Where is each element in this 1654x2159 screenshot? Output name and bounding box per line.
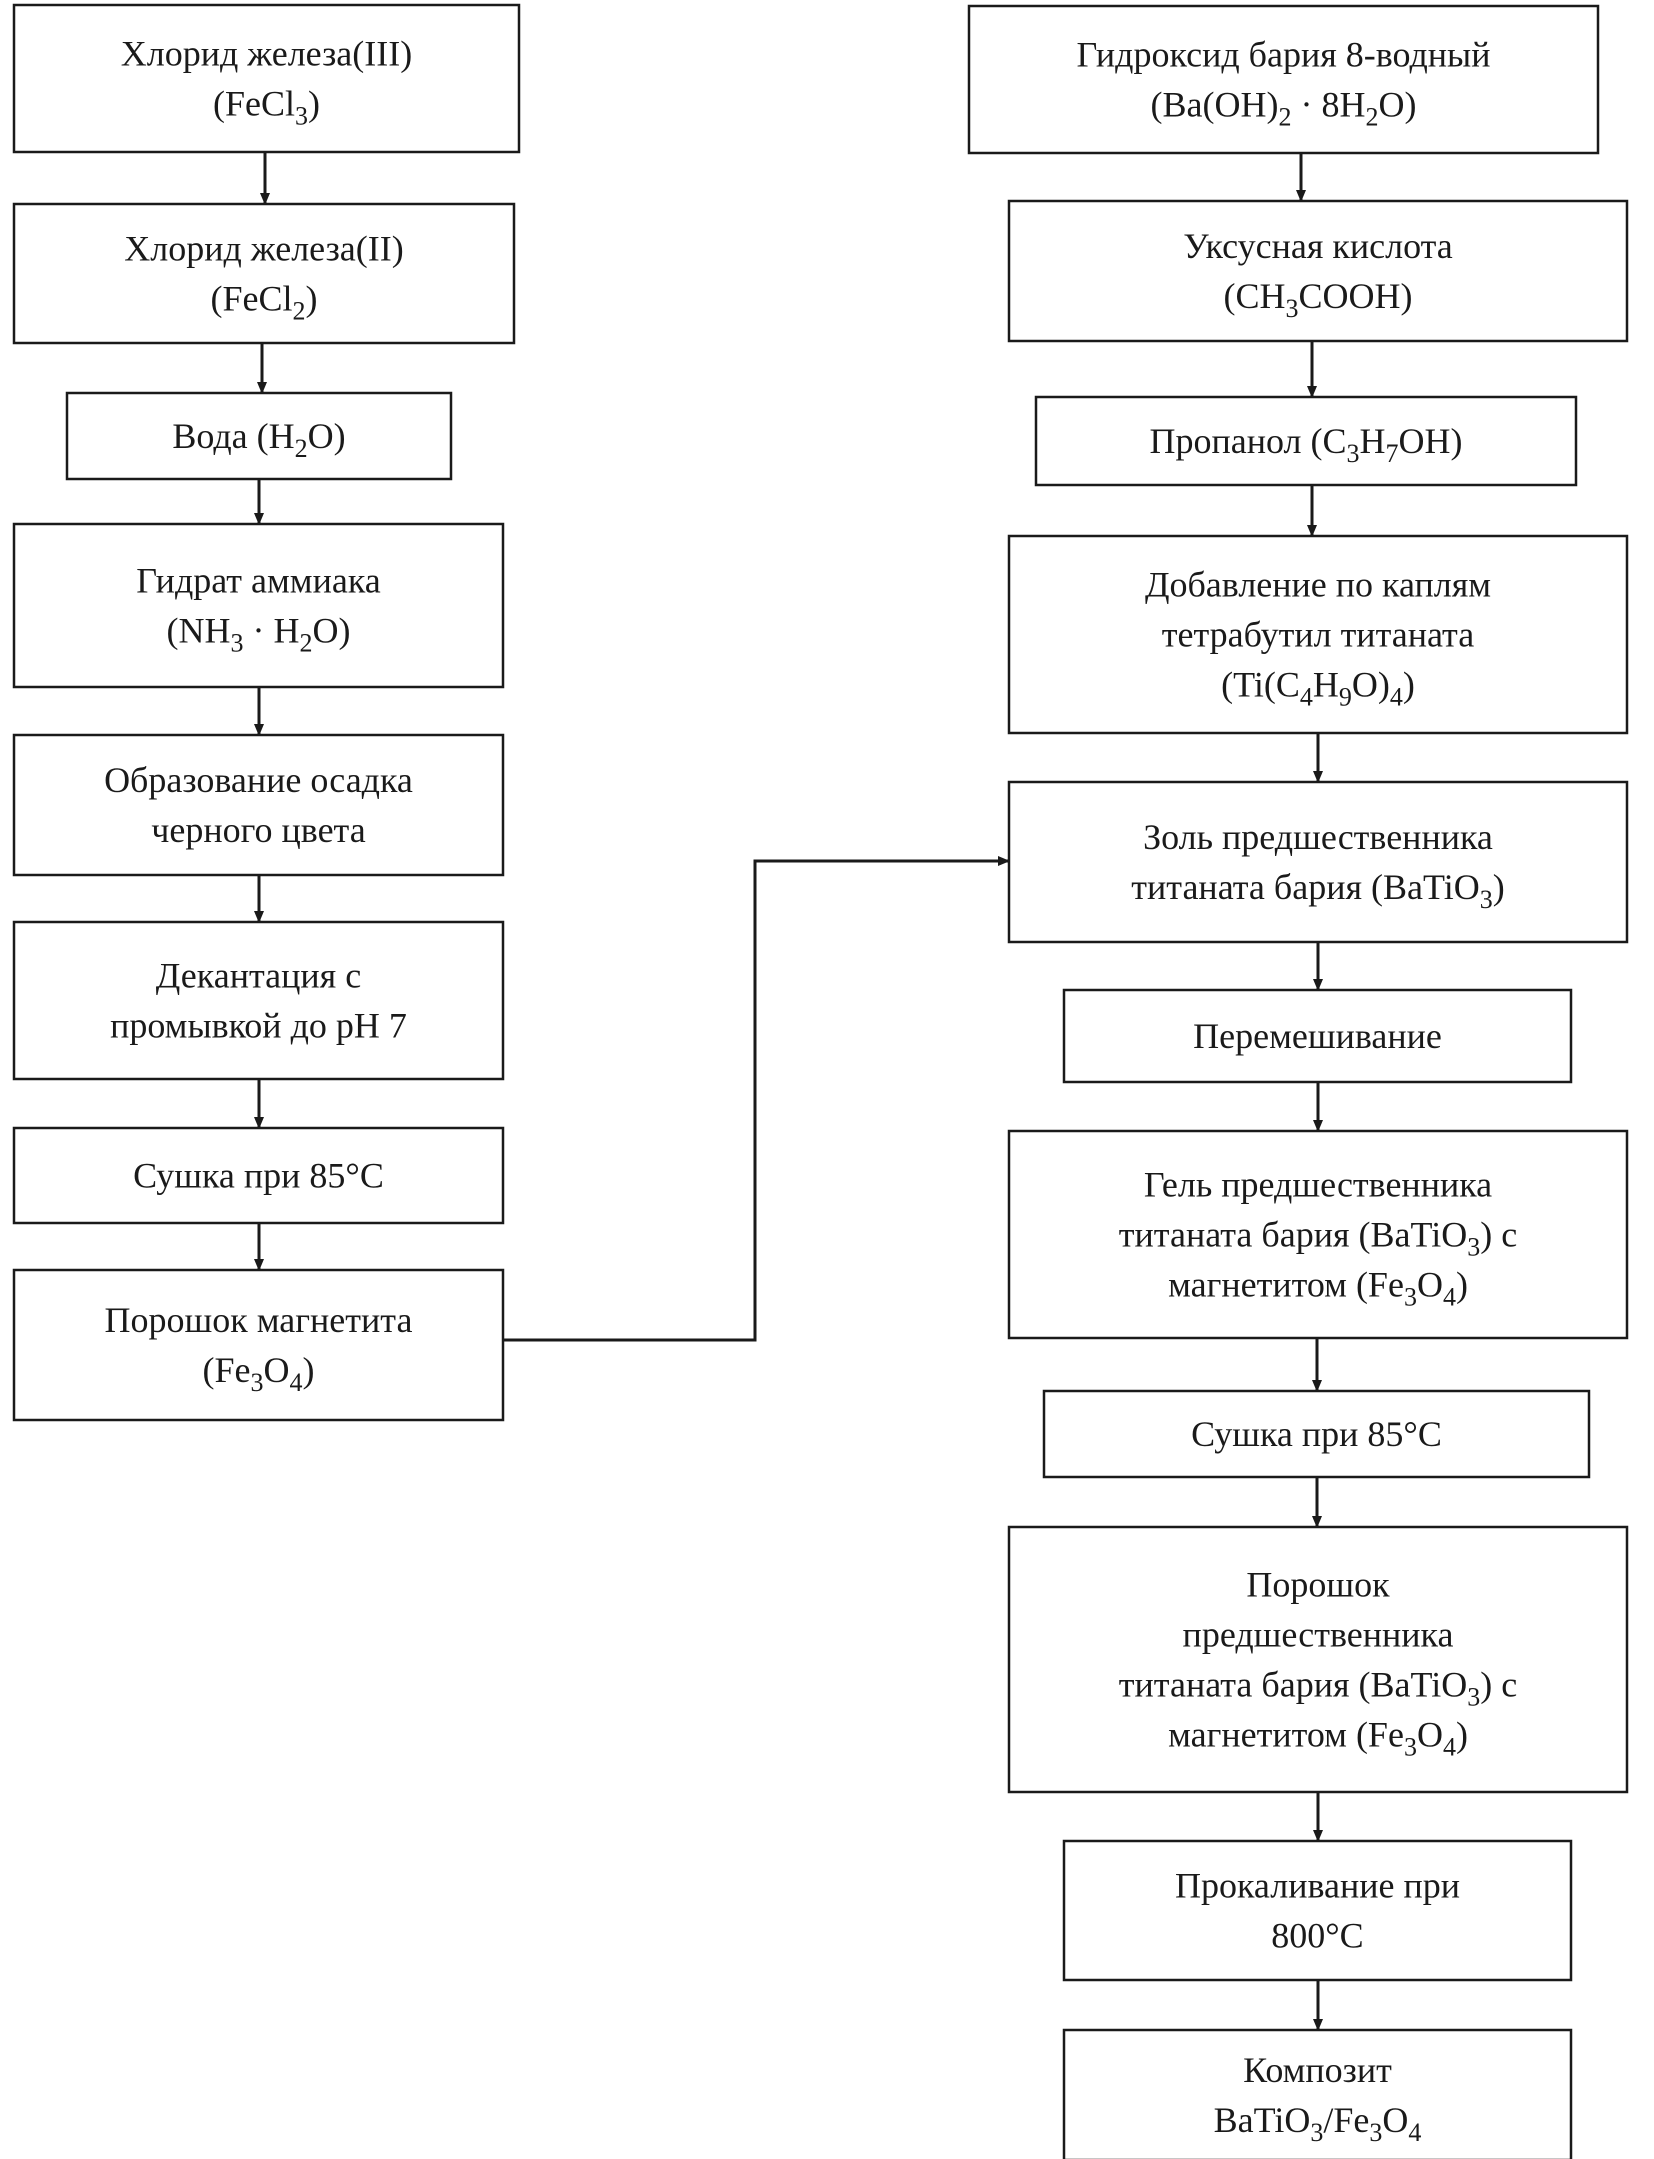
node-box	[12, 202, 516, 345]
node-decantation: Декантация с промывкой до pH 7	[12, 920, 505, 1081]
node-propanol: Пропанол (C3H7OH)	[1034, 395, 1578, 487]
node-box	[1062, 1839, 1573, 1982]
node-box	[65, 391, 453, 481]
node-label-line: магнетитом (Fe3O4)	[1168, 1265, 1468, 1312]
node-layer: Хлорид железа(III)(FeCl3)Хлорид железа(I…	[12, 3, 1629, 2159]
node-label-line: Перемешивание	[1193, 1016, 1442, 1056]
node-fecl2: Хлорид железа(II) (FeCl2)	[12, 202, 516, 345]
node-label-line: Гидроксид бария 8-водный	[1076, 35, 1490, 75]
node-box	[12, 3, 521, 154]
node-label-line: (NH3 · H2O)	[167, 611, 351, 658]
node-water: Вода (H2O)	[65, 391, 453, 481]
node-label-line: (CH3COOH)	[1224, 276, 1413, 323]
node-label-line: Гидрат аммиака	[136, 561, 381, 601]
node-stirring: Перемешивание	[1062, 988, 1573, 1084]
node-label-line: Вода (H2O)	[172, 416, 345, 463]
node-box	[967, 4, 1600, 155]
node-label-line: магнетитом (Fe3O4)	[1168, 1715, 1468, 1762]
node-box	[12, 522, 505, 689]
node-box	[1007, 534, 1629, 735]
node-label-line: черного цвета	[151, 810, 365, 850]
node-label-line: Золь предшественника	[1143, 817, 1493, 857]
node-sol-precursor: Золь предшественника титаната бария (BaTi…	[1007, 780, 1629, 944]
node-label-line: Порошок	[1246, 1565, 1390, 1605]
node-box	[12, 1126, 505, 1225]
node-box	[1007, 780, 1629, 944]
node-label-line: промывкой до pH 7	[110, 1006, 407, 1046]
node-black-precipitate: Образование осадка черного цвета	[12, 733, 505, 877]
node-label-line: BaTiO3/Fe3O4	[1214, 2100, 1422, 2147]
node-label-line: Прокаливание при	[1175, 1866, 1460, 1906]
node-label-line: (Ti(C4H9O)4)	[1221, 665, 1415, 712]
node-label-line: титаната бария (BaTiO3) с	[1119, 1215, 1517, 1262]
node-box	[1007, 199, 1629, 343]
node-label-line: Сушка при 85°C	[1191, 1414, 1442, 1454]
node-label-line: Порошок магнетита	[105, 1300, 413, 1340]
node-gel-precursor: Гель предшественника титаната бария (BaTi…	[1007, 1129, 1629, 1340]
node-label-line: (FeCl2)	[210, 279, 317, 326]
node-tetrabutyl-titanate: Добавление по каплям тетрабутил титаната (…	[1007, 534, 1629, 735]
node-label-line: Хлорид железа(III)	[121, 34, 412, 74]
node-label-line: Добавление по каплям	[1145, 565, 1491, 605]
node-drying-left: Сушка при 85°C	[12, 1126, 505, 1225]
node-label-line: титаната бария (BaTiO3) с	[1119, 1665, 1517, 1712]
connector-magnetite-powder-to-sol-precursor	[503, 856, 1010, 1342]
node-label-line: (FeCl3)	[213, 84, 320, 131]
node-box	[12, 733, 505, 877]
node-box	[12, 920, 505, 1081]
node-calcination: Прокаливание при 800°C	[1062, 1839, 1573, 1982]
node-magnetite-powder: Порошок магнетита (Fe3O4)	[12, 1268, 505, 1422]
node-label-line: Уксусная кислота	[1183, 226, 1453, 266]
node-powder-precursor: Порошок предшественника титаната бария (Ba…	[1007, 1525, 1629, 1794]
node-box	[1062, 2028, 1573, 2159]
node-fecl3: Хлорид железа(III) (FeCl3)	[12, 3, 521, 154]
node-label-line: тетрабутил титаната	[1162, 615, 1474, 655]
node-barium-hydroxide: Гидроксид бария 8-водный (Ba(OH)2 · 8H2O)	[967, 4, 1600, 155]
node-acetic-acid: Уксусная кислота (CH3COOH)	[1007, 199, 1629, 343]
node-box	[1062, 988, 1573, 1084]
node-ammonia: Гидрат аммиака (NH3 · H2O)	[12, 522, 505, 689]
node-label-line: титаната бария (BaTiO3)	[1131, 867, 1504, 914]
node-label-line: Сушка при 85°C	[133, 1156, 384, 1196]
node-label-line: (Fe3O4)	[203, 1350, 315, 1397]
node-label-line: предшественника	[1183, 1615, 1454, 1655]
node-label-line: 800°C	[1271, 1916, 1363, 1956]
connector-layer	[254, 152, 1323, 2031]
node-box	[1034, 395, 1578, 487]
node-label-line: Декантация с	[156, 956, 361, 996]
node-drying-right: Сушка при 85°C	[1042, 1389, 1591, 1479]
node-label-line: Пропанол (C3H7OH)	[1150, 421, 1463, 468]
node-label-line: Хлорид железа(II)	[124, 229, 403, 269]
node-label-line: Гель предшественника	[1144, 1165, 1492, 1205]
node-box	[1007, 1129, 1629, 1340]
node-box	[1042, 1389, 1591, 1479]
node-label-line: Образование осадка	[104, 760, 413, 800]
node-box	[12, 1268, 505, 1422]
node-box	[1007, 1525, 1629, 1794]
node-label-line: (Ba(OH)2 · 8H2O)	[1151, 85, 1417, 132]
node-label-line: Композит	[1243, 2050, 1392, 2090]
